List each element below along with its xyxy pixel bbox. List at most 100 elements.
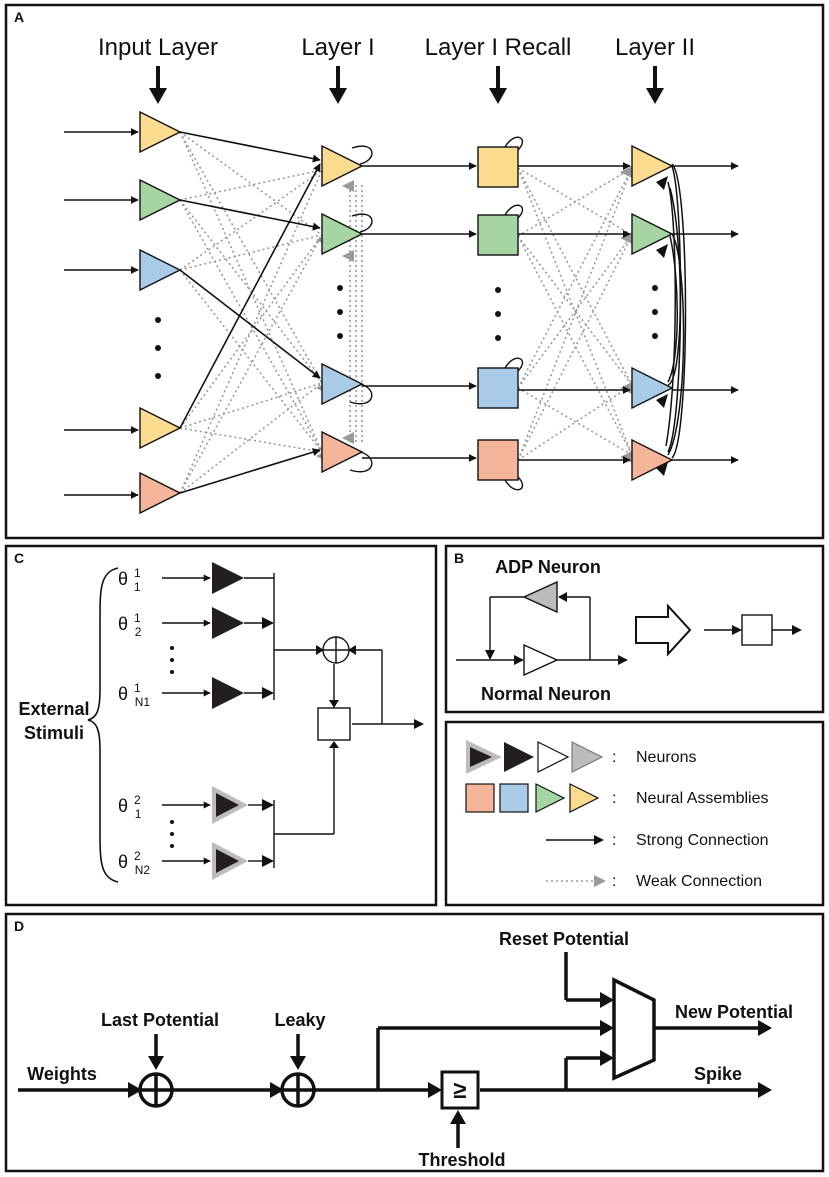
input-neuron-green bbox=[139, 178, 182, 222]
legend-white-neuron bbox=[537, 741, 570, 773]
weights-label: Weights bbox=[27, 1064, 97, 1084]
last-potential-label: Last Potential bbox=[101, 1010, 219, 1030]
legend-yellow-triangle bbox=[569, 783, 600, 813]
legend-strong-head bbox=[594, 835, 604, 845]
input-vertical-dots bbox=[155, 317, 161, 379]
layer-down-arrows bbox=[149, 66, 664, 104]
input-neuron-yellow-2 bbox=[139, 406, 182, 450]
header-layer-i-recall: Layer I Recall bbox=[425, 34, 572, 61]
normal-neuron-label: Normal Neuron bbox=[481, 684, 611, 704]
strong-connections-input bbox=[179, 131, 321, 494]
legend-blue-square bbox=[499, 783, 529, 813]
layer-i-self-loops bbox=[349, 145, 373, 473]
panel-c-adp-neurons bbox=[212, 786, 248, 880]
output-arrows bbox=[672, 162, 739, 464]
legend-assemblies: Neural Assemblies bbox=[636, 790, 769, 807]
external-label-2: Stimuli bbox=[24, 723, 84, 743]
legend-neurons: Neurons bbox=[636, 749, 696, 766]
comparator-box bbox=[440, 1070, 480, 1110]
panel-c-frame bbox=[4, 544, 438, 907]
threshold-label: Threshold bbox=[418, 1150, 505, 1170]
panel-d-adder-1 bbox=[138, 1072, 174, 1108]
panel-c-wiring bbox=[244, 573, 420, 868]
layer-i-to-recall bbox=[362, 162, 477, 462]
b-assembly-square bbox=[741, 614, 773, 646]
legend-colon-3: : bbox=[612, 832, 616, 849]
legend-frame bbox=[444, 720, 825, 907]
panel-d-letter: D bbox=[14, 918, 24, 934]
b-output-head bbox=[792, 625, 802, 635]
panel-c-dark-neurons bbox=[212, 562, 244, 709]
spike-label: Spike bbox=[694, 1064, 742, 1084]
legend-colon-2: : bbox=[612, 790, 616, 807]
layer-ii-dots bbox=[652, 285, 658, 339]
leaky-label: Leaky bbox=[274, 1010, 325, 1030]
panel-a: A Input Layer Layer I Layer I Recall Lay… bbox=[4, 3, 825, 540]
layer-ii-lateral bbox=[665, 163, 687, 459]
panel-c-assembly-square bbox=[317, 707, 351, 741]
multiplexer bbox=[612, 977, 656, 1081]
legend-grey-neuron bbox=[571, 741, 604, 773]
weak-lateral-layer-i bbox=[349, 185, 363, 445]
panel-d-arrowheads bbox=[128, 992, 772, 1124]
header-layer-i: Layer I bbox=[301, 34, 374, 61]
weak-connections-recall bbox=[517, 167, 633, 461]
panel-b-frame bbox=[444, 544, 825, 714]
adp-neuron-triangle bbox=[522, 580, 558, 614]
layer-ii-neurons bbox=[631, 144, 674, 482]
input-arrows bbox=[64, 128, 139, 499]
legend-weak-head bbox=[594, 875, 606, 887]
svg-text:θ21: θ21 bbox=[118, 793, 142, 821]
legend-weak: Weak Connection bbox=[636, 873, 762, 890]
layer-i-dots bbox=[337, 285, 343, 339]
panel-c-input-arrows bbox=[162, 574, 211, 865]
weak-connections-input bbox=[179, 131, 323, 494]
stimuli-brace bbox=[87, 567, 119, 883]
legend-colon-1: : bbox=[612, 749, 616, 766]
panel-c-dots-upper bbox=[170, 646, 174, 848]
panel-c-arrowheads bbox=[262, 617, 424, 867]
panel-d-adder-2 bbox=[280, 1072, 316, 1108]
panel-d-wires bbox=[18, 952, 760, 1148]
new-potential-label: New Potential bbox=[675, 1002, 793, 1022]
legend-salmon-square bbox=[465, 783, 495, 813]
recall-self-loops bbox=[504, 136, 524, 491]
recall-to-layer-ii bbox=[518, 162, 631, 464]
legend-adp-neuron-core bbox=[470, 747, 492, 767]
normal-neuron-triangle bbox=[523, 643, 559, 677]
legend-panel: : Neurons : Neural Assemblies : Strong C… bbox=[444, 720, 825, 907]
b-right-input-head bbox=[732, 625, 742, 635]
input-neuron-salmon bbox=[139, 471, 182, 515]
weak-arrowheads-layer-i bbox=[316, 166, 632, 463]
legend-green-triangle bbox=[535, 783, 566, 813]
external-label-1: External bbox=[18, 699, 89, 719]
svg-text:θ12: θ12 bbox=[118, 611, 142, 639]
panel-c-letter: C bbox=[14, 550, 24, 566]
recall-dots bbox=[495, 287, 501, 341]
layer-i-neurons bbox=[321, 144, 364, 474]
adp-neuron-label: ADP Neuron bbox=[495, 557, 601, 577]
legend-dark-neuron bbox=[504, 742, 534, 772]
input-neuron-yellow-1 bbox=[139, 110, 182, 154]
header-input-layer: Input Layer bbox=[98, 34, 218, 61]
panel-b: B ADP Neuron Normal Neuron bbox=[444, 544, 825, 714]
legend-colon-4: : bbox=[612, 873, 616, 890]
reset-potential-label: Reset Potential bbox=[499, 929, 629, 949]
svg-text:θ11: θ11 bbox=[118, 566, 141, 594]
panel-b-letter: B bbox=[454, 550, 464, 566]
recall-assemblies bbox=[477, 146, 519, 481]
panel-b-wiring bbox=[456, 596, 622, 661]
input-neurons bbox=[139, 110, 182, 515]
panel-b-arrowheads bbox=[485, 592, 628, 665]
layer-ii-lateral-heads bbox=[656, 176, 668, 476]
legend-strong: Strong Connection bbox=[636, 832, 769, 849]
panel-a-frame bbox=[4, 3, 825, 540]
panel-d: D Weights Last Potential Leaky Reset Pot… bbox=[4, 912, 825, 1173]
hollow-arrow bbox=[635, 603, 692, 657]
panel-a-letter: A bbox=[14, 9, 24, 25]
